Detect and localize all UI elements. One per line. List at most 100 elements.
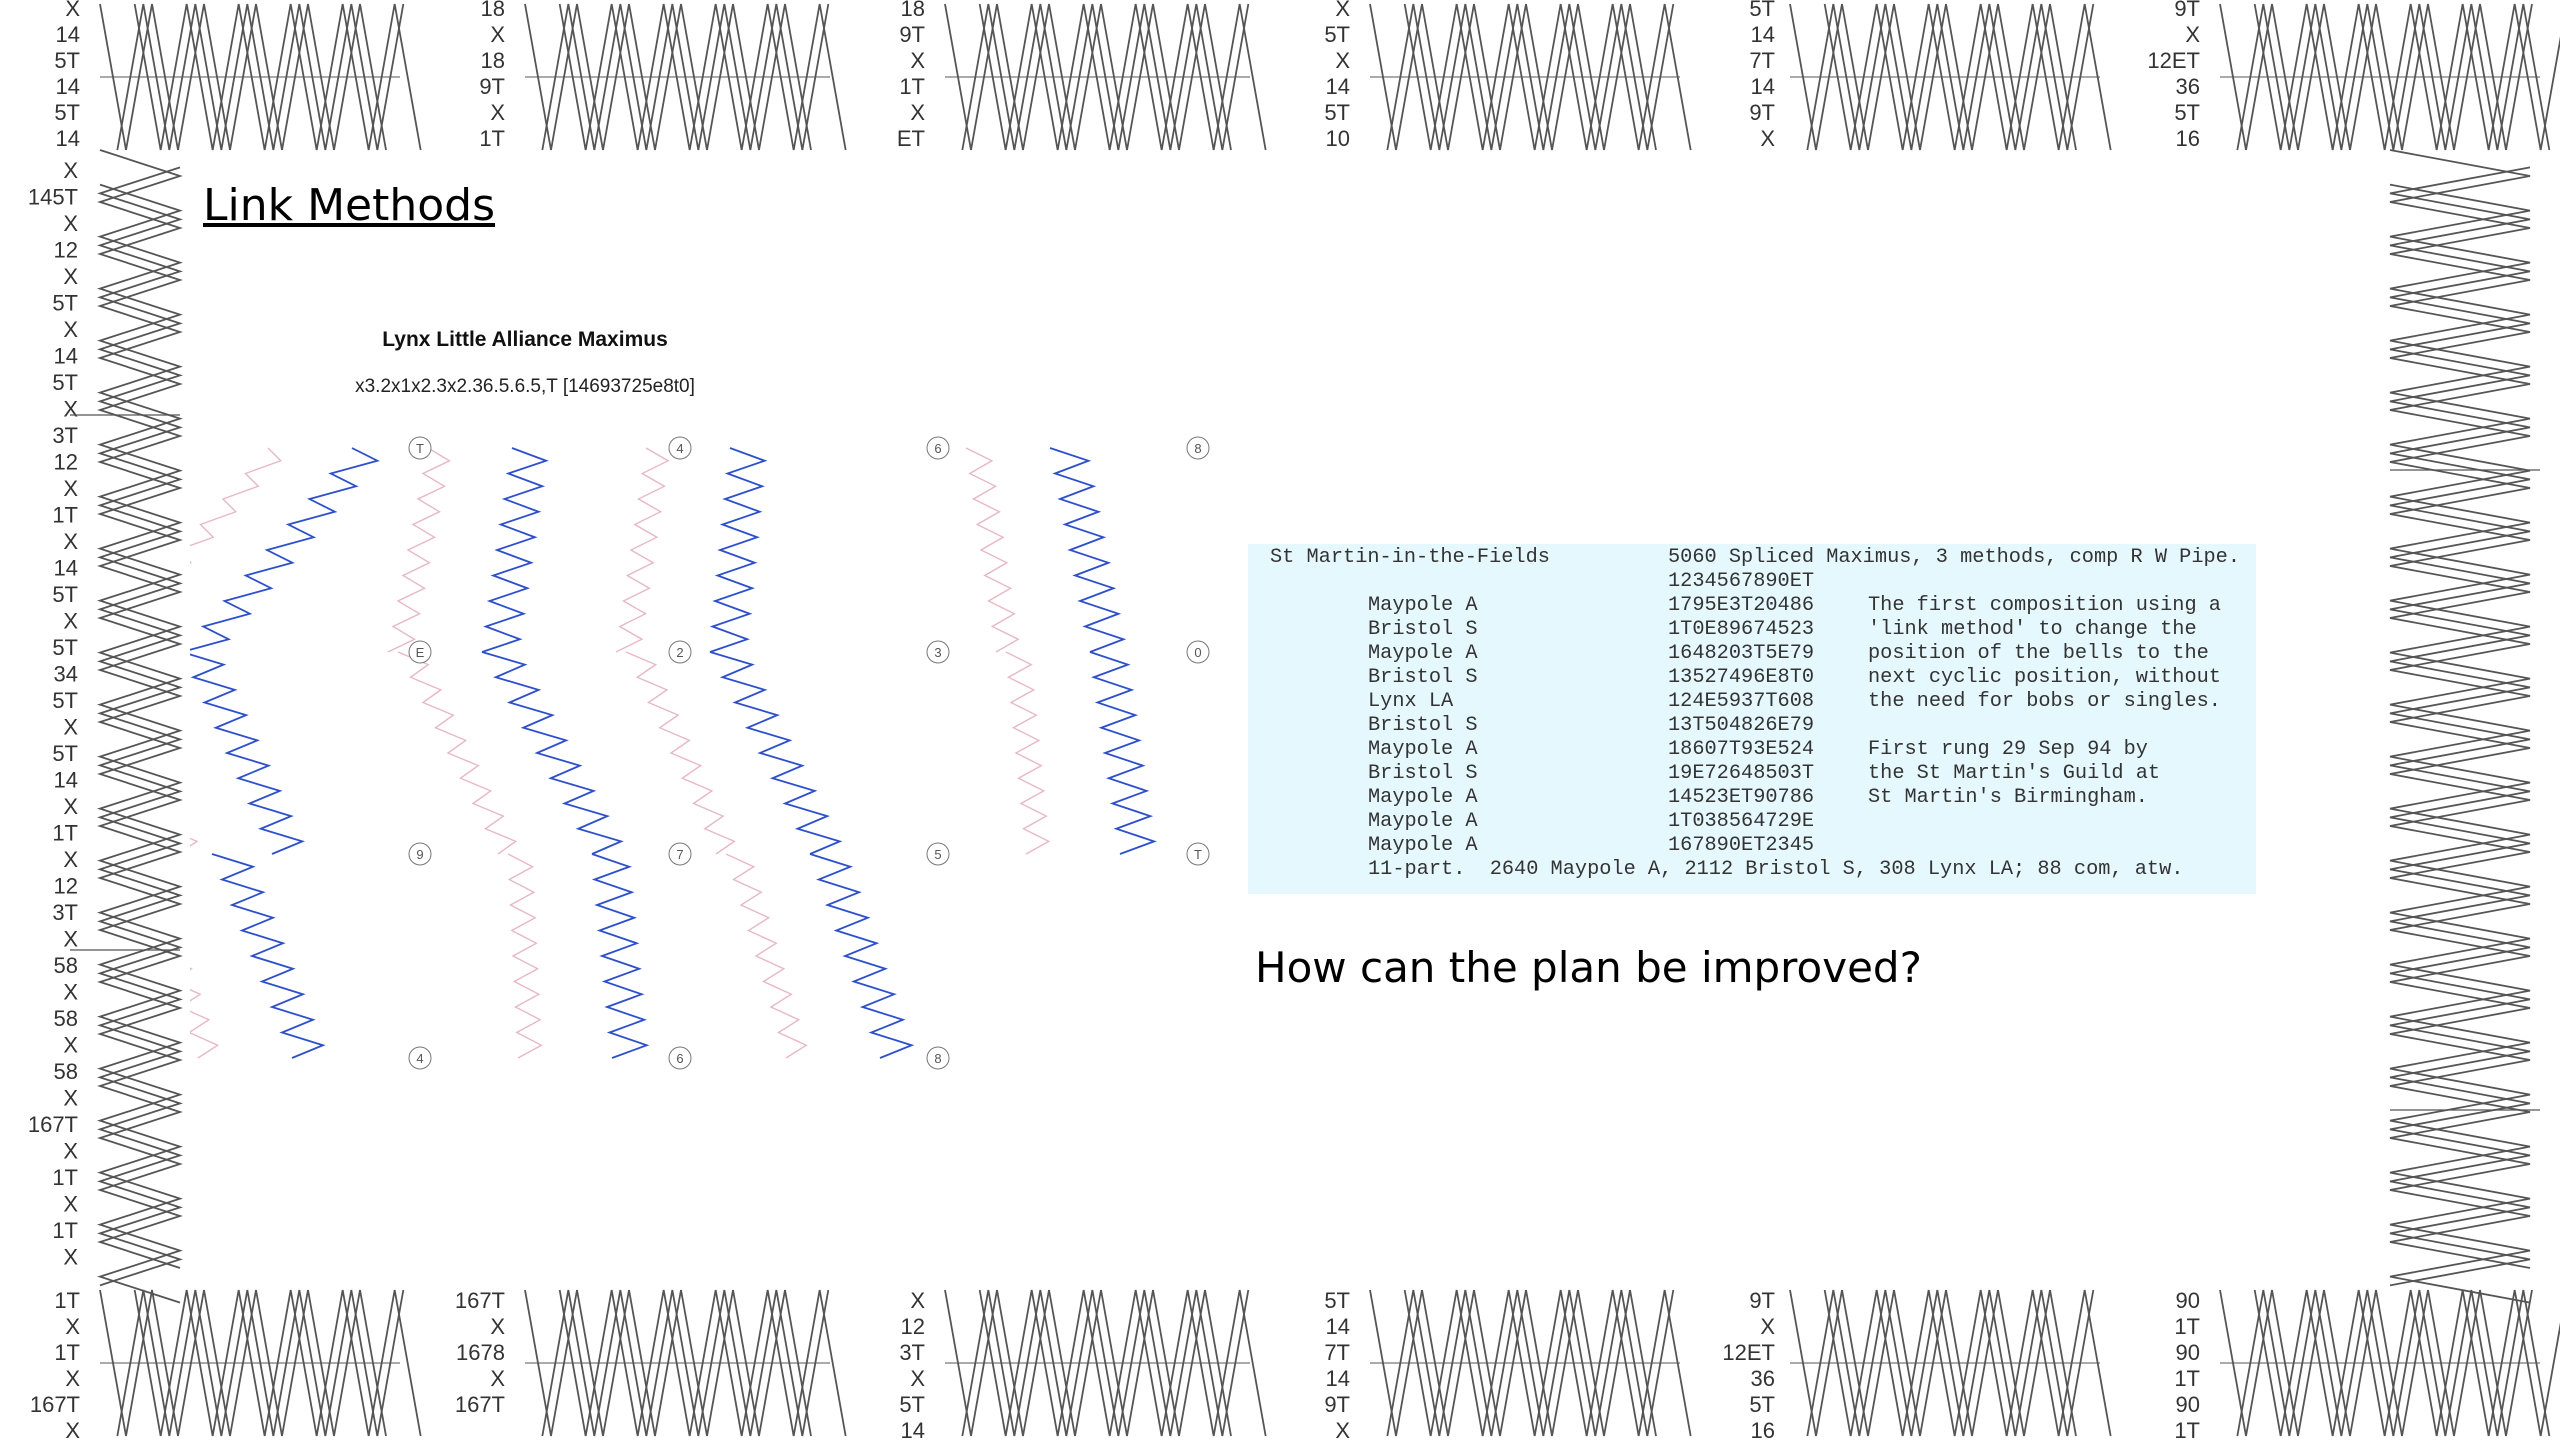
- lead-row: 18607T93E524: [1668, 738, 1815, 761]
- border-label: X: [910, 1366, 925, 1391]
- border-label: 14: [56, 74, 80, 99]
- composition-note: position of the bells to the: [1868, 642, 2209, 665]
- border-label: 12ET: [1722, 1340, 1775, 1365]
- border-label: 58: [54, 1006, 78, 1031]
- border-label: X: [65, 1314, 80, 1339]
- border-label: X: [1335, 0, 1350, 21]
- border-label: 9T: [1749, 100, 1775, 125]
- lead-method: Maypole A: [1368, 642, 1478, 665]
- lead-end-label: 4: [676, 441, 683, 456]
- border-line: [2253, 3, 2560, 151]
- border-label: 10: [1326, 126, 1350, 151]
- lead-end-label: 4: [416, 1051, 423, 1066]
- border-label: 16: [2176, 126, 2200, 151]
- border-label: 58: [54, 1059, 78, 1084]
- border-label: 14: [1326, 1314, 1350, 1339]
- border-label: X: [490, 1366, 505, 1391]
- border-label: 1T: [2174, 1314, 2200, 1339]
- border-label: X: [63, 317, 78, 342]
- border-label: X: [65, 0, 80, 21]
- border-label: X: [1335, 1418, 1350, 1440]
- border-label: 5T: [899, 1392, 925, 1417]
- border-label: 5T: [54, 48, 80, 73]
- border-label: 14: [1326, 74, 1350, 99]
- border-label: 12: [54, 874, 78, 899]
- composition-note: First rung 29 Sep 94 by: [1868, 738, 2148, 761]
- border-label: 1T: [52, 1165, 78, 1190]
- blue-line: [190, 447, 380, 651]
- border-label: 9T: [479, 74, 505, 99]
- lead-end-label: 5: [934, 847, 941, 862]
- lead-end-circle: [668, 640, 692, 664]
- border-line: [2389, 183, 2531, 1304]
- lead-method: Maypole A: [1368, 594, 1478, 617]
- blue-line: [1049, 447, 1127, 653]
- lead-end-circle: [1186, 842, 1210, 866]
- border-label: 14: [54, 768, 78, 793]
- border-label: 16: [1751, 1418, 1775, 1440]
- border-label: 167T: [455, 1392, 505, 1417]
- border-label: 90: [2176, 1288, 2200, 1313]
- lead-end-circle: [408, 640, 432, 664]
- place-notation: x3.2x1x2.3x2.36.5.6.5,T [14693725e8t0]: [355, 376, 695, 397]
- border-label: X: [63, 1245, 78, 1270]
- composition-footer: 11-part. 2640 Maypole A, 2112 Bristol S,…: [1368, 858, 2184, 881]
- border-label: X: [1760, 126, 1775, 151]
- border-line: [2253, 1289, 2560, 1437]
- blue-line: [591, 853, 650, 1059]
- lead-end-circle: [926, 842, 950, 866]
- blue-line: [190, 653, 306, 855]
- border-label: 90: [2176, 1392, 2200, 1417]
- composition-note: next cyclic position, without: [1868, 666, 2221, 689]
- border-label: 9T: [2174, 0, 2200, 21]
- border-label: X: [63, 1192, 78, 1217]
- lead-end-label: T: [416, 441, 424, 456]
- trace-line: [190, 837, 199, 847]
- lead-method: Maypole A: [1368, 810, 1478, 833]
- border-label: 5T: [52, 635, 78, 660]
- border-line: [97, 183, 183, 1304]
- trace-line: [397, 651, 518, 855]
- border-label: 90: [2176, 1340, 2200, 1365]
- composition-note: The first composition using a: [1868, 594, 2221, 617]
- lead-end-label: 3: [934, 645, 941, 660]
- border-label: 12: [54, 238, 78, 263]
- composition-note: the need for bobs or singles.: [1868, 690, 2221, 713]
- border-label: X: [63, 476, 78, 501]
- lead-end-label: 8: [934, 1051, 941, 1066]
- lead-end-circle: [1186, 436, 1210, 460]
- lead-end-label: T: [1194, 847, 1202, 862]
- border-label: 34: [54, 662, 78, 687]
- border-label: X: [63, 927, 78, 952]
- border-label: 7T: [1324, 1340, 1350, 1365]
- lead-row: 13T504826E79: [1668, 714, 1815, 737]
- border-label: X: [490, 22, 505, 47]
- border-label: X: [65, 1366, 80, 1391]
- lead-end-circle: [1186, 640, 1210, 664]
- blue-line: [709, 447, 768, 653]
- border-label: 18: [901, 0, 925, 21]
- border-label: 1T: [54, 1288, 80, 1313]
- border-label: 5T: [1324, 1288, 1350, 1313]
- border-label: 1T: [2174, 1418, 2200, 1440]
- blue-line: [1089, 651, 1157, 855]
- lead-row: 1T038564729E: [1668, 810, 1815, 833]
- border-label: 1T: [479, 126, 505, 151]
- lead-end-label: 9: [416, 847, 423, 862]
- border-label: 5T: [52, 291, 78, 316]
- border-label: X: [63, 980, 78, 1005]
- lead-end-circle: [408, 842, 432, 866]
- border-label: 14: [56, 22, 80, 47]
- border-label: 12: [54, 450, 78, 475]
- lead-row: 1648203T5E79: [1668, 642, 1815, 665]
- lead-method: Bristol S: [1368, 714, 1478, 737]
- border-label: 5T: [52, 741, 78, 766]
- border-label: 1T: [52, 821, 78, 846]
- border-label: 1T: [52, 503, 78, 528]
- trace-line: [965, 447, 1020, 653]
- trace-line: [190, 967, 220, 1059]
- border-label: X: [63, 397, 78, 422]
- lead-end-circle: [668, 436, 692, 460]
- border-label: 167T: [28, 1112, 78, 1137]
